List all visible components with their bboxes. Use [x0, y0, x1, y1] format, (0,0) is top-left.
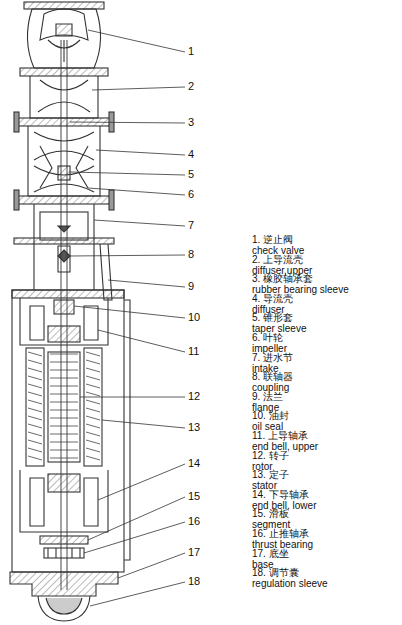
leader-lines — [70, 30, 185, 606]
callout-number: 8 — [188, 248, 194, 260]
callout-number: 10 — [188, 311, 200, 323]
callout-number: 13 — [188, 421, 200, 433]
part-name-chinese: 14. 下导轴承 — [252, 489, 309, 500]
part-name-chinese: 16. 止推轴承 — [252, 528, 309, 539]
part-name-chinese: 13. 定子 — [252, 469, 289, 480]
callout-number: 4 — [188, 148, 194, 160]
part-name-chinese: 5. 锥形套 — [252, 312, 293, 323]
part-name-chinese: 2. 上导流壳 — [252, 254, 303, 265]
part-name-english: regulation sleeve — [252, 578, 328, 589]
callout-number: 14 — [188, 457, 200, 469]
callout-number: 16 — [188, 515, 200, 527]
part-name-chinese: 7. 进水节 — [252, 352, 293, 363]
callout-number: 5 — [188, 168, 194, 180]
callout-number: 12 — [188, 390, 200, 402]
part-name-chinese: 1. 逆止阀 — [252, 234, 293, 245]
part-name-chinese: 18. 调节囊 — [252, 567, 299, 578]
callout-number: 7 — [188, 219, 194, 231]
callout-number: 18 — [188, 575, 200, 587]
part-name-chinese: 3. 橡胶轴承套 — [252, 273, 313, 284]
callout-number: 2 — [188, 80, 194, 92]
callout-number: 6 — [188, 188, 194, 200]
part-name-chinese: 12. 转子 — [252, 450, 289, 461]
pump-outline — [10, 2, 130, 621]
part-name-chinese: 4. 导流壳 — [252, 293, 293, 304]
part-name-chinese: 6. 叶轮 — [252, 332, 283, 343]
callout-number: 11 — [188, 345, 199, 357]
part-name-chinese: 15. 滑板 — [252, 508, 289, 519]
part-name-chinese: 9. 法兰 — [252, 391, 283, 402]
callout-number: 17 — [188, 546, 200, 558]
part-name-chinese: 17. 底坐 — [252, 548, 289, 559]
callout-number: 9 — [188, 280, 194, 292]
part-name-chinese: 11. 上导轴承 — [252, 430, 308, 441]
callout-number: 3 — [188, 116, 194, 128]
part-name-chinese: 10. 油封 — [252, 410, 289, 421]
part-name-chinese: 8. 联轴器 — [252, 371, 293, 382]
callout-number: 1 — [188, 45, 194, 57]
callout-number: 15 — [188, 490, 200, 502]
stator-windings — [28, 352, 100, 460]
